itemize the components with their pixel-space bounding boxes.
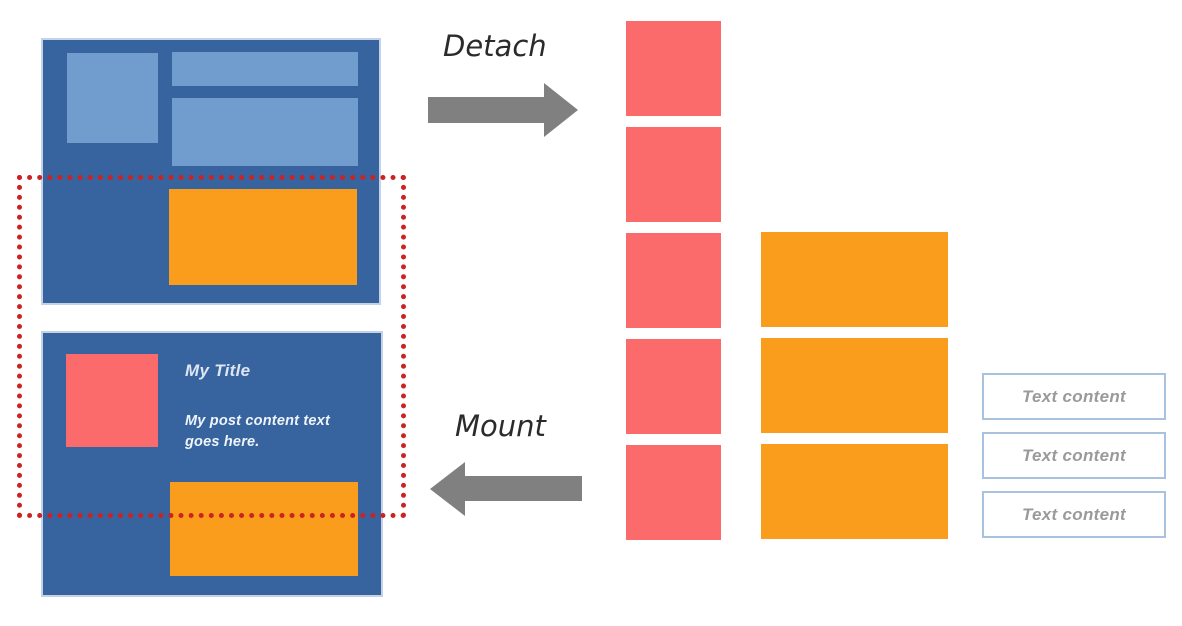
detached-orange-node <box>761 444 948 539</box>
detach-arrow-icon <box>428 97 545 123</box>
detached-text-node: Text content <box>982 491 1166 538</box>
detached-red-node-column <box>626 21 721 540</box>
orange-content-block <box>170 482 358 576</box>
mount-arrow-head-icon <box>430 462 465 516</box>
placeholder-image-block <box>67 53 158 143</box>
page-title: My Title <box>185 361 251 380</box>
detached-region-outline <box>17 175 406 518</box>
detached-red-node <box>626 233 721 328</box>
detached-red-node <box>626 127 721 222</box>
detached-orange-node <box>761 232 948 327</box>
red-content-block <box>66 354 158 447</box>
mount-label: Mount <box>455 409 546 443</box>
mounted-page-top <box>41 38 381 305</box>
detach-arrow-head-icon <box>544 83 578 137</box>
mounted-page-bottom: My Title My post content text goes here. <box>41 331 383 597</box>
placeholder-text-block <box>172 98 358 166</box>
detached-red-node <box>626 21 721 116</box>
detached-orange-node <box>761 338 948 433</box>
detach-label: Detach <box>443 29 547 63</box>
detached-orange-node-column <box>761 232 948 539</box>
detached-text-node: Text content <box>982 432 1166 479</box>
detached-red-node <box>626 339 721 434</box>
detached-text-node-column: Text content Text content Text content <box>982 373 1166 538</box>
orange-content-block <box>169 189 357 285</box>
mount-arrow-icon <box>464 476 582 501</box>
detached-text-node: Text content <box>982 373 1166 420</box>
page-body-text: My post content text goes here. <box>185 413 330 451</box>
placeholder-header-bar <box>172 52 358 86</box>
detached-red-node <box>626 445 721 540</box>
